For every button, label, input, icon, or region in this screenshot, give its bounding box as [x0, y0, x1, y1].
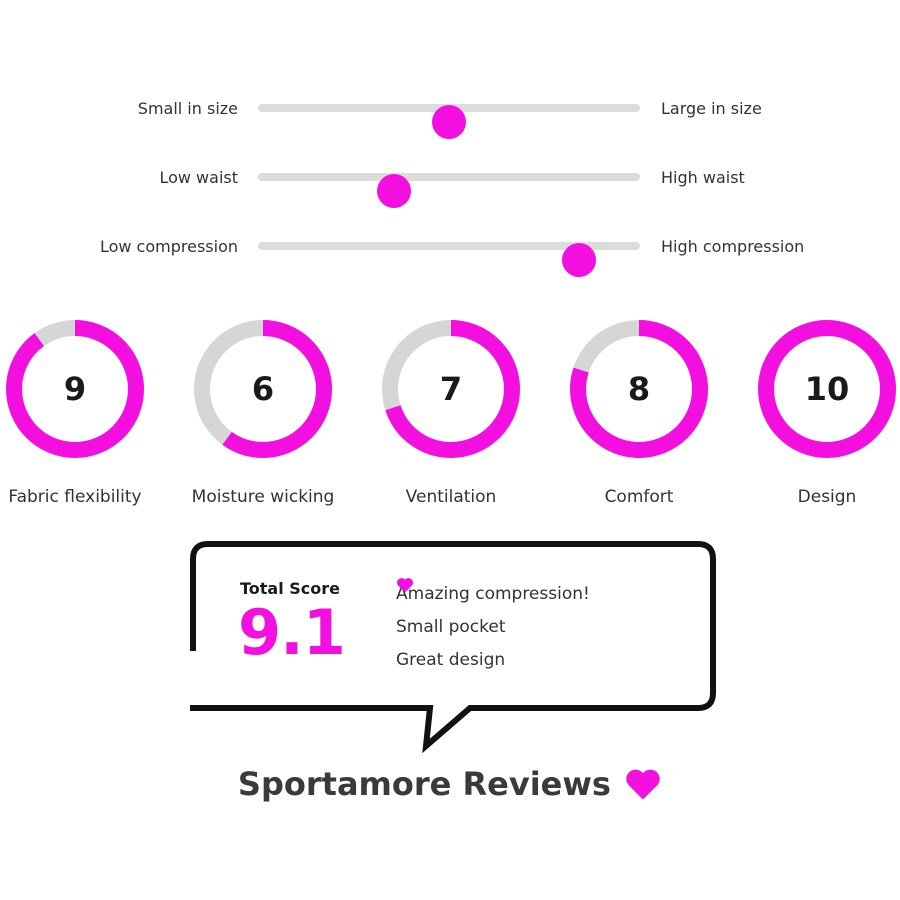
rating-label: Ventilation — [405, 487, 497, 507]
total-score-value: 9.1 — [238, 596, 346, 669]
heart-icon — [397, 578, 413, 593]
slider-track[interactable] — [258, 242, 640, 277]
slider-right-label: Large in size — [661, 99, 762, 118]
ring-progress — [194, 320, 332, 458]
list-item: Great design — [396, 578, 590, 676]
highlight-text: Amazing compression! — [396, 583, 590, 604]
rating-value: 10 — [804, 370, 850, 408]
rating-value: 9 — [63, 370, 87, 408]
rating-label: Comfort — [604, 487, 674, 507]
slider-left-label: Small in size — [137, 99, 238, 118]
ring-gauge — [382, 320, 520, 458]
slider-thumb[interactable] — [561, 243, 596, 277]
ring-progress — [382, 320, 520, 458]
slider-left-label: Low waist — [159, 168, 238, 187]
slider-track[interactable] — [258, 104, 640, 139]
brand-footer: Sportamore Reviews — [0, 765, 900, 803]
rating-ring-design: 10 — [754, 316, 900, 462]
slider-right-label: High compression — [661, 237, 805, 256]
heart-icon — [626, 769, 660, 800]
list-item: Amazing compression! — [396, 577, 590, 610]
ring-gauge — [758, 320, 896, 458]
rating-ring-moisture-wicking: 6 — [190, 316, 336, 462]
list-item: Small pocket — [396, 578, 590, 643]
highlights-list: Amazing compression! Small pocket Great … — [396, 577, 590, 676]
slider-right-label: High waist — [661, 168, 745, 187]
rating-value: 7 — [439, 370, 463, 408]
rating-ring-fabric-flexibility: 9 — [2, 316, 148, 462]
rating-ring-ventilation: 7 — [378, 316, 524, 462]
highlight-text: Great design — [396, 649, 506, 670]
rating-ring-comfort: 8 — [566, 316, 712, 462]
rating-label: Fabric flexibility — [8, 487, 142, 507]
slider-row-waist: Low waist High waist — [0, 160, 900, 208]
score-speech-bubble: Total Score 9.1 Amazing compression! Sma… — [190, 541, 716, 754]
slider-row-size: Small in size Large in size — [0, 91, 900, 139]
total-score-label: Total Score — [240, 579, 341, 598]
ring-gauge — [6, 320, 144, 458]
rating-label: Moisture wicking — [191, 487, 335, 507]
highlight-text: Small pocket — [396, 616, 506, 637]
slider-thumb[interactable] — [432, 105, 466, 139]
slider-thumb[interactable] — [376, 174, 411, 208]
ring-gauge — [194, 320, 332, 458]
ring-gauge — [570, 320, 708, 458]
slider-row-compression: Low compression High compression — [0, 229, 900, 277]
slider-track[interactable] — [258, 173, 640, 208]
speech-bubble-outline — [190, 541, 716, 754]
ring-progress — [570, 320, 708, 458]
rating-value: 8 — [627, 370, 651, 408]
slider-left-label: Low compression — [99, 237, 238, 256]
brand-name: Sportamore Reviews — [237, 765, 611, 803]
rating-label: Design — [797, 487, 857, 507]
ring-progress — [758, 320, 896, 458]
ring-progress — [6, 320, 144, 458]
rating-value: 6 — [251, 370, 275, 408]
